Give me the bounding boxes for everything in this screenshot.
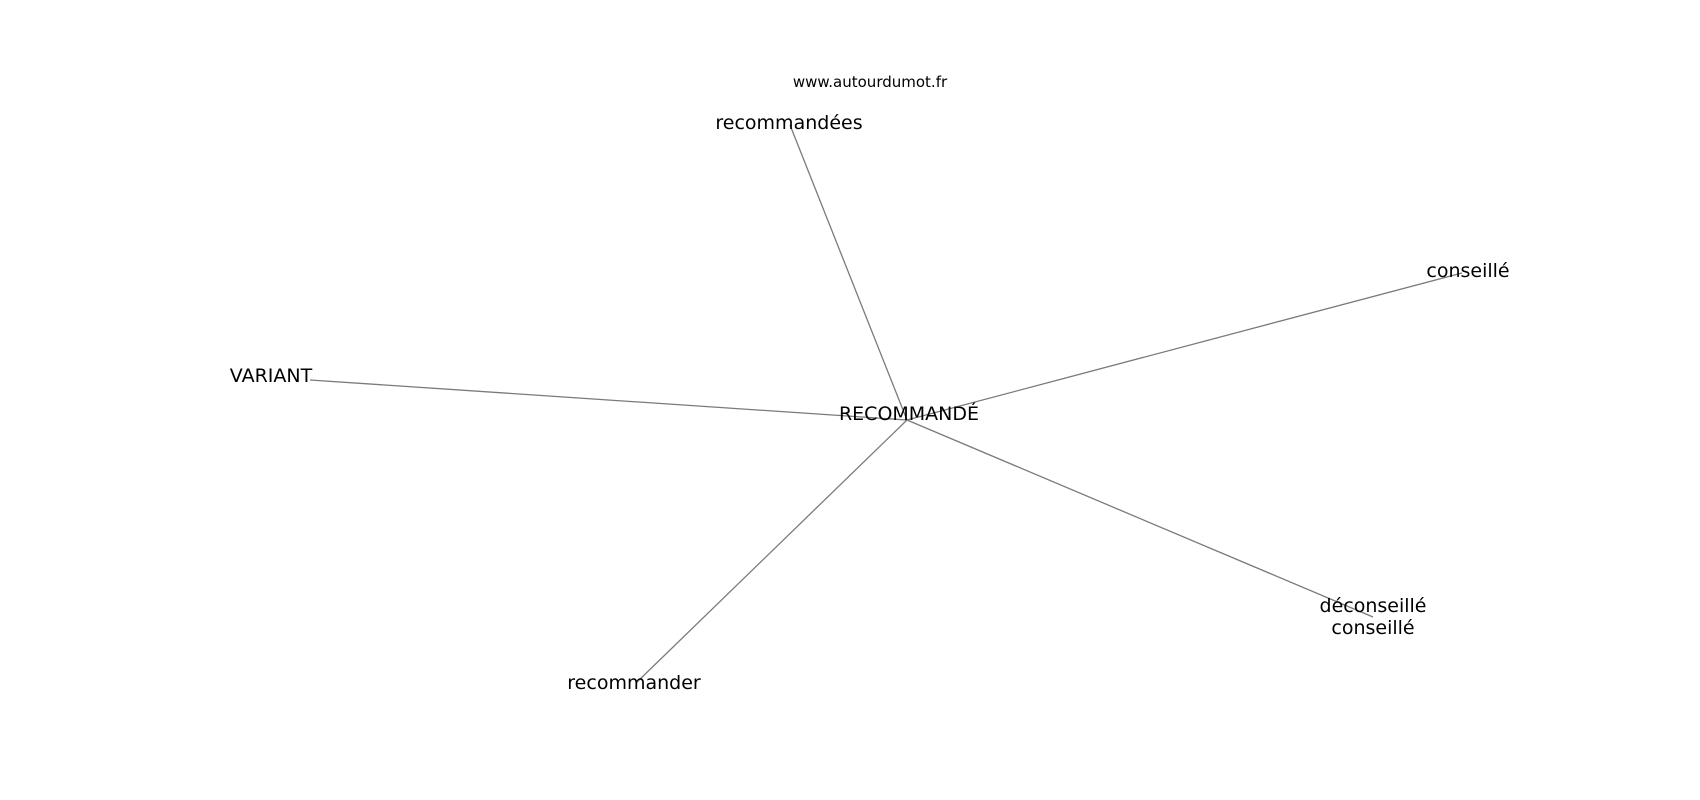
edge-recommander xyxy=(635,419,908,684)
node-recommandees: recommandées xyxy=(715,112,862,134)
edge-deconseille-conseille xyxy=(906,419,1374,618)
node-deconseille-conseille: déconseillé conseillé xyxy=(1320,595,1427,639)
node-label-line: recommander xyxy=(567,672,701,694)
node-conseille: conseillé xyxy=(1426,260,1509,282)
node-label-line: conseillé xyxy=(1426,260,1510,282)
edge-recommandees xyxy=(789,124,908,421)
center-node-label: RECOMMANDÉ xyxy=(838,403,980,425)
edge-conseille xyxy=(906,272,1463,421)
node-label-line: déconseillé xyxy=(1319,595,1427,617)
node-label-line: VARIANT xyxy=(229,365,313,387)
node-label-line: conseillé xyxy=(1331,617,1415,639)
edge-variant xyxy=(309,379,908,421)
node-recommander: recommander xyxy=(567,672,700,694)
node-variant: VARIANT xyxy=(230,365,312,387)
watermark-text: www.autourdumot.fr xyxy=(792,73,948,91)
node-label-line: recommandées xyxy=(715,112,863,134)
